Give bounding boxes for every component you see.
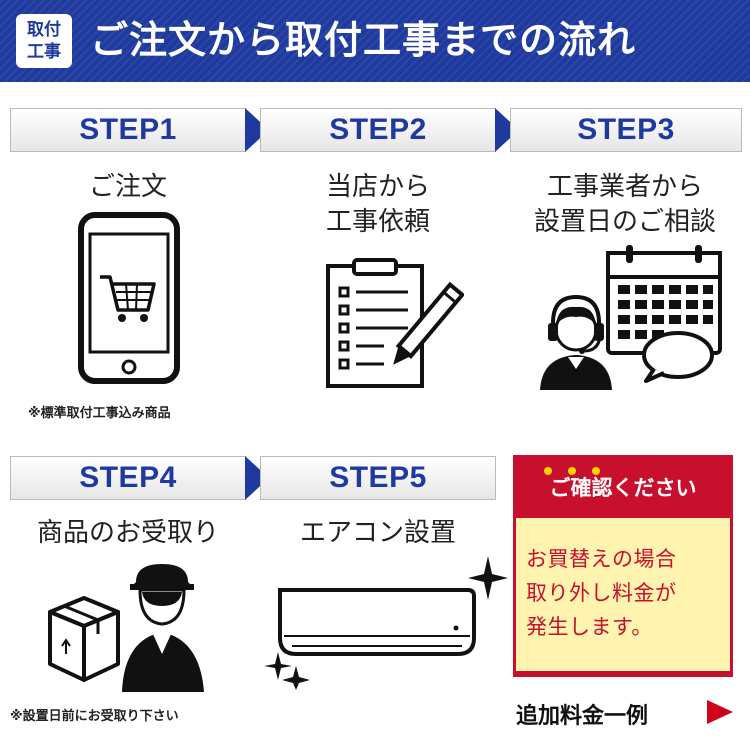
header-banner: 取付 工事 ご注文から取付工事までの流れ bbox=[0, 0, 750, 82]
confirm-body: お買替えの場合 取り外し料金が 発生します。 bbox=[516, 518, 730, 671]
step2-caption-line2: 工事依頼 bbox=[325, 207, 430, 237]
confirm-body-line3: 発生します。 bbox=[526, 615, 653, 639]
step1-label: STEP1 bbox=[79, 113, 177, 146]
step5-caption: エアコン設置 bbox=[299, 518, 456, 548]
confirm-title-text: ご確認ください bbox=[549, 476, 697, 500]
step3-caption-line2: 設置日のご相談 bbox=[533, 207, 716, 237]
emphasis-dot bbox=[568, 467, 576, 475]
badge-line1: 取付 bbox=[27, 20, 61, 40]
step4-bar: STEP4 bbox=[10, 456, 246, 500]
step2-caption-line1: 当店から bbox=[325, 172, 430, 202]
step3-bar: STEP3 bbox=[510, 108, 742, 152]
step2-bar: STEP2 bbox=[260, 108, 496, 152]
step1-caption: ご注文 bbox=[88, 172, 167, 202]
clipboard-pencil-icon bbox=[326, 258, 464, 388]
play-arrow-icon[interactable] bbox=[707, 700, 733, 724]
step4-note: ※設置日前にお受取り下さい bbox=[10, 709, 179, 724]
step3-caption-line1: 工事業者から bbox=[546, 172, 703, 202]
delivery-person-box-icon bbox=[48, 564, 204, 692]
calendar-operator-icon bbox=[540, 245, 722, 390]
badge-line2: 工事 bbox=[27, 42, 61, 62]
step5-bar: STEP5 bbox=[260, 456, 496, 500]
installation-badge: 取付 工事 bbox=[16, 14, 72, 68]
step2-label: STEP2 bbox=[329, 113, 427, 146]
confirm-body-line2: 取り外し料金が bbox=[526, 581, 677, 605]
extra-fee-link[interactable]: 追加料金一例 bbox=[516, 704, 649, 729]
smartphone-cart-icon bbox=[78, 212, 180, 384]
air-conditioner-icon bbox=[264, 556, 508, 690]
emphasis-dot bbox=[592, 467, 600, 475]
confirm-title: ご確認ください bbox=[516, 458, 730, 518]
step3-label: STEP3 bbox=[577, 113, 675, 146]
emphasis-dot bbox=[544, 467, 552, 475]
page-title: ご注文から取付工事までの流れ bbox=[90, 18, 637, 62]
step4-caption: 商品のお受取り bbox=[36, 518, 219, 548]
step1-note: ※標準取付工事込み商品 bbox=[28, 406, 171, 421]
confirm-body-line1: お買替えの場合 bbox=[526, 547, 677, 571]
step5-label: STEP5 bbox=[329, 461, 427, 494]
step1-bar: STEP1 bbox=[10, 108, 246, 152]
step4-label: STEP4 bbox=[79, 461, 177, 494]
confirm-notice: ご確認ください お買替えの場合 取り外し料金が 発生します。 bbox=[513, 455, 733, 677]
